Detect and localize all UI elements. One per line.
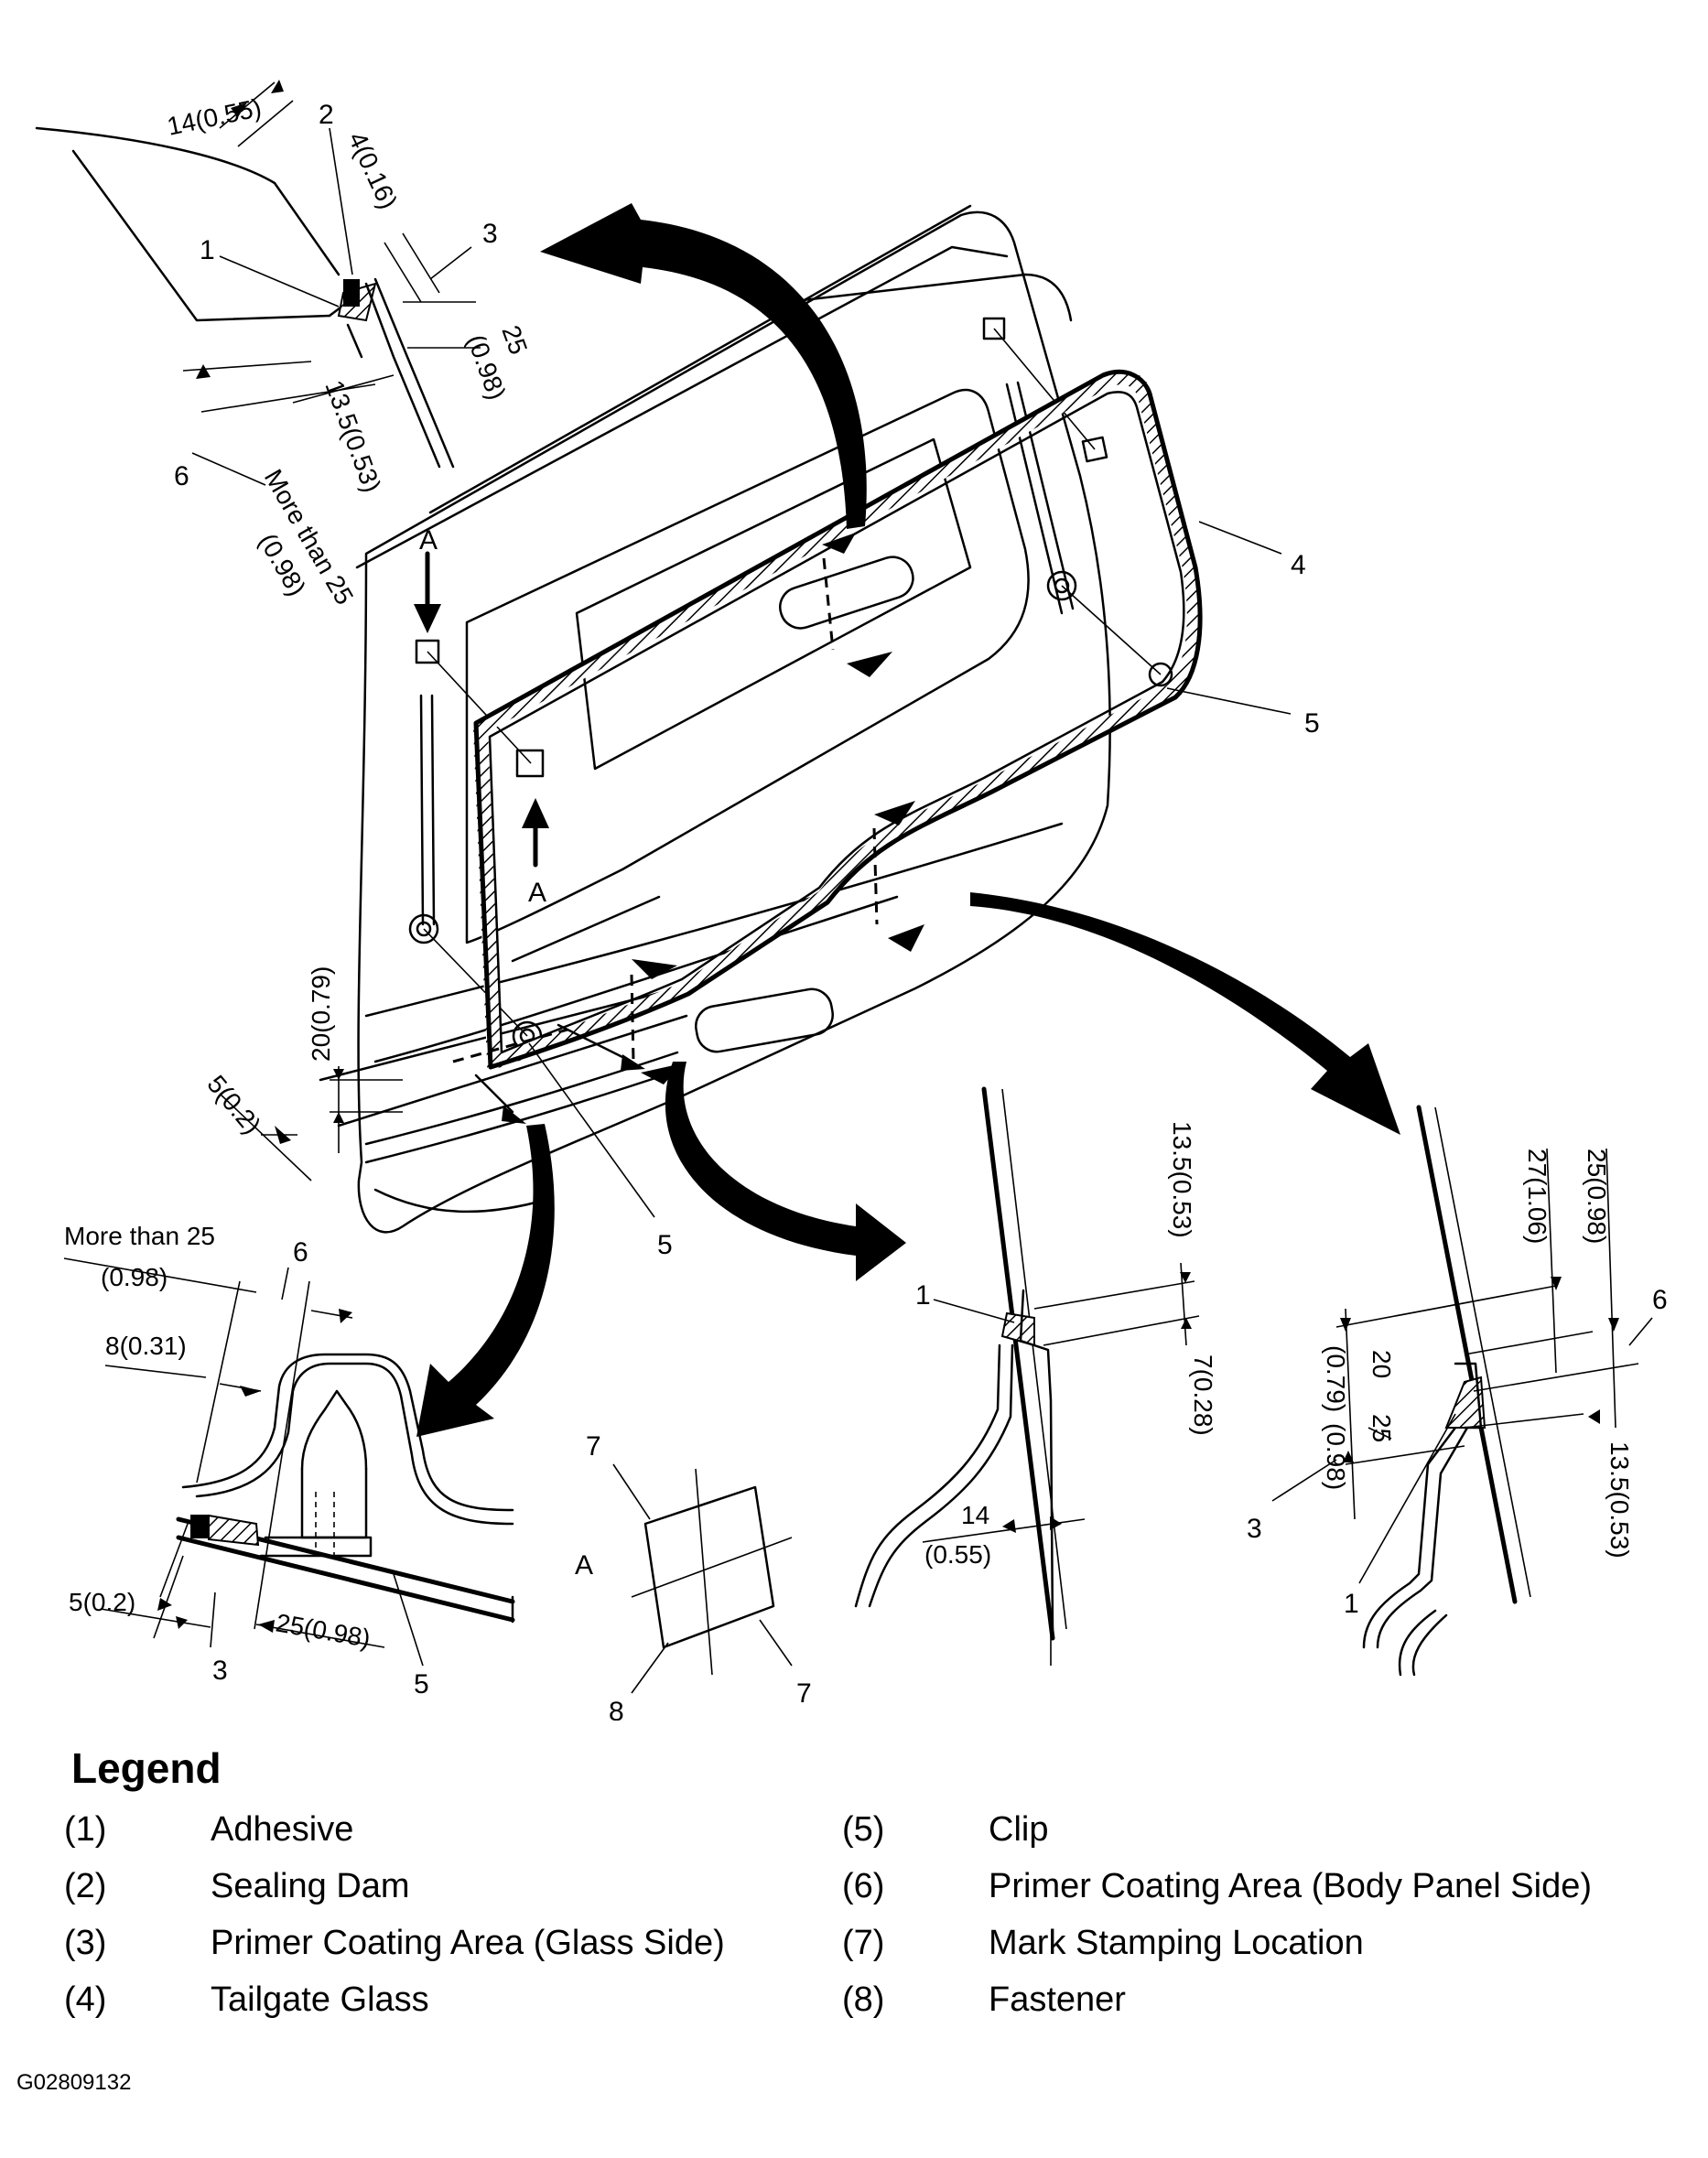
detail-bottom-right: 27(1.06) 25(0.98) 13.5(0.53) 20 (0.79) 2… xyxy=(1247,1105,1668,1677)
legend-item-text: Tailgate Glass xyxy=(211,1980,429,2019)
legend-item-number: (5) xyxy=(842,1810,885,1849)
dim-25-098-right: 25(0.98) xyxy=(1583,1149,1611,1244)
tailgate-body xyxy=(319,204,1173,1234)
view-a-title: A xyxy=(575,1550,593,1581)
legend-item-number: (7) xyxy=(842,1924,885,1962)
legend-item-text: Primer Coating Area (Glass Side) xyxy=(211,1924,725,1962)
figure-id: G02809132 xyxy=(16,2070,132,2095)
detail-top-left: 14(0.55) 2 4(0.16) 3 1 25 (0.98) 13.5(0.… xyxy=(35,80,533,610)
legend-item-number: (8) xyxy=(842,1980,885,2019)
legend-item-number: (2) xyxy=(64,1867,107,1905)
callout-6-top: 6 xyxy=(174,461,189,491)
callout-4: 4 xyxy=(1291,550,1306,580)
dim-20-right: 20 xyxy=(1367,1350,1396,1378)
legend-item-number: (1) xyxy=(64,1810,107,1849)
callout-5-right: 5 xyxy=(1304,708,1320,739)
dim-14-055-top: 14(0.55) xyxy=(165,93,264,141)
callout-3-right: 3 xyxy=(1247,1514,1262,1544)
legend-item-text: Clip xyxy=(989,1810,1049,1849)
dim-25-right: 25 xyxy=(1367,1414,1396,1442)
section-indicators xyxy=(452,533,924,1124)
dim-055-mid: (0.55) xyxy=(924,1540,991,1569)
legend-title: Legend xyxy=(71,1744,222,1792)
legend-grid: (1) Adhesive (5) Clip (2) Sealing Dam (6… xyxy=(64,1806,1675,2023)
main-view-dimensions: 20(0.79) 5(0.2) xyxy=(201,966,403,1182)
more-than-25-bottom: More than 25 xyxy=(64,1222,215,1250)
dim-25-top: 25 xyxy=(496,321,533,358)
callout-2: 2 xyxy=(319,100,334,130)
dim-25-098-bottom: 25(0.98) xyxy=(274,1608,373,1653)
detail-pointer-arrows xyxy=(416,203,1400,1437)
callout-7-bottom: 7 xyxy=(796,1678,812,1709)
dim-14-mid: 14 xyxy=(961,1501,989,1529)
callout-3-bottom: 3 xyxy=(212,1656,228,1686)
detail-bottom-left: More than 25 (0.98) 6 8(0.31) 5(0.2) 3 xyxy=(63,1222,515,1699)
view-a-arrows: A A xyxy=(414,525,549,908)
callout-5-bottom: 5 xyxy=(657,1230,673,1260)
callout-6-bottom: 6 xyxy=(293,1237,308,1268)
dim-7-028: 7(0.28) xyxy=(1189,1354,1217,1436)
dim-135-053-top: 13.5(0.53) xyxy=(319,376,386,496)
more-098-bottom: (0.98) xyxy=(101,1263,168,1291)
detail-bottom-middle: 13.5(0.53) 7(0.28) 1 14 (0.55) xyxy=(854,1086,1217,1666)
dim-8-031: 8(0.31) xyxy=(105,1332,187,1360)
dim-079-right: (0.79) xyxy=(1322,1345,1350,1412)
legend-item-text: Mark Stamping Location xyxy=(989,1924,1364,1962)
view-a-label-top: A xyxy=(419,525,438,556)
legend-item-number: (4) xyxy=(64,1980,107,2019)
callout-1-top: 1 xyxy=(200,235,215,265)
legend-item-text: Fastener xyxy=(989,1980,1126,2019)
legend: Legend (1) Adhesive (5) Clip (2) Sealing… xyxy=(64,1743,1675,2023)
dim-5-02-main: 5(0.2) xyxy=(201,1070,266,1139)
dim-27-106: 27(1.06) xyxy=(1523,1149,1551,1244)
dim-4-016: 4(0.16) xyxy=(343,127,404,213)
callout-3-top: 3 xyxy=(482,219,498,249)
callout-7-top: 7 xyxy=(586,1431,601,1462)
callout-6-right: 6 xyxy=(1652,1285,1668,1315)
callout-1-right: 1 xyxy=(1344,1589,1359,1619)
callout-5-detail: 5 xyxy=(414,1669,429,1699)
tailgate-glass-with-adhesive xyxy=(472,369,1203,1072)
detail-view-a: 7 7 8 A xyxy=(575,1431,812,1721)
callout-8: 8 xyxy=(609,1697,624,1721)
view-a-label-mid: A xyxy=(528,878,546,908)
dim-5-02-bottom: 5(0.2) xyxy=(69,1588,135,1616)
tailgate-glass-installation-diagram: A A 4 5 5 20(0.79) 5(0.2) xyxy=(35,80,1668,1721)
dim-20-079: 20(0.79) xyxy=(307,966,335,1062)
callout-1-mid: 1 xyxy=(915,1280,931,1311)
main-callouts: 4 5 5 xyxy=(528,521,1320,1260)
legend-item-text: Adhesive xyxy=(211,1810,354,1849)
legend-item-text: Primer Coating Area (Body Panel Side) xyxy=(989,1867,1592,1905)
legend-item-number: (6) xyxy=(842,1867,885,1905)
dim-098-right: (0.98) xyxy=(1322,1423,1350,1490)
dim-135-053-right: 13.5(0.53) xyxy=(1605,1441,1634,1559)
dim-135-053-mid: 13.5(0.53) xyxy=(1168,1121,1196,1238)
legend-item-number: (3) xyxy=(64,1924,107,1962)
legend-item-text: Sealing Dam xyxy=(211,1867,410,1905)
